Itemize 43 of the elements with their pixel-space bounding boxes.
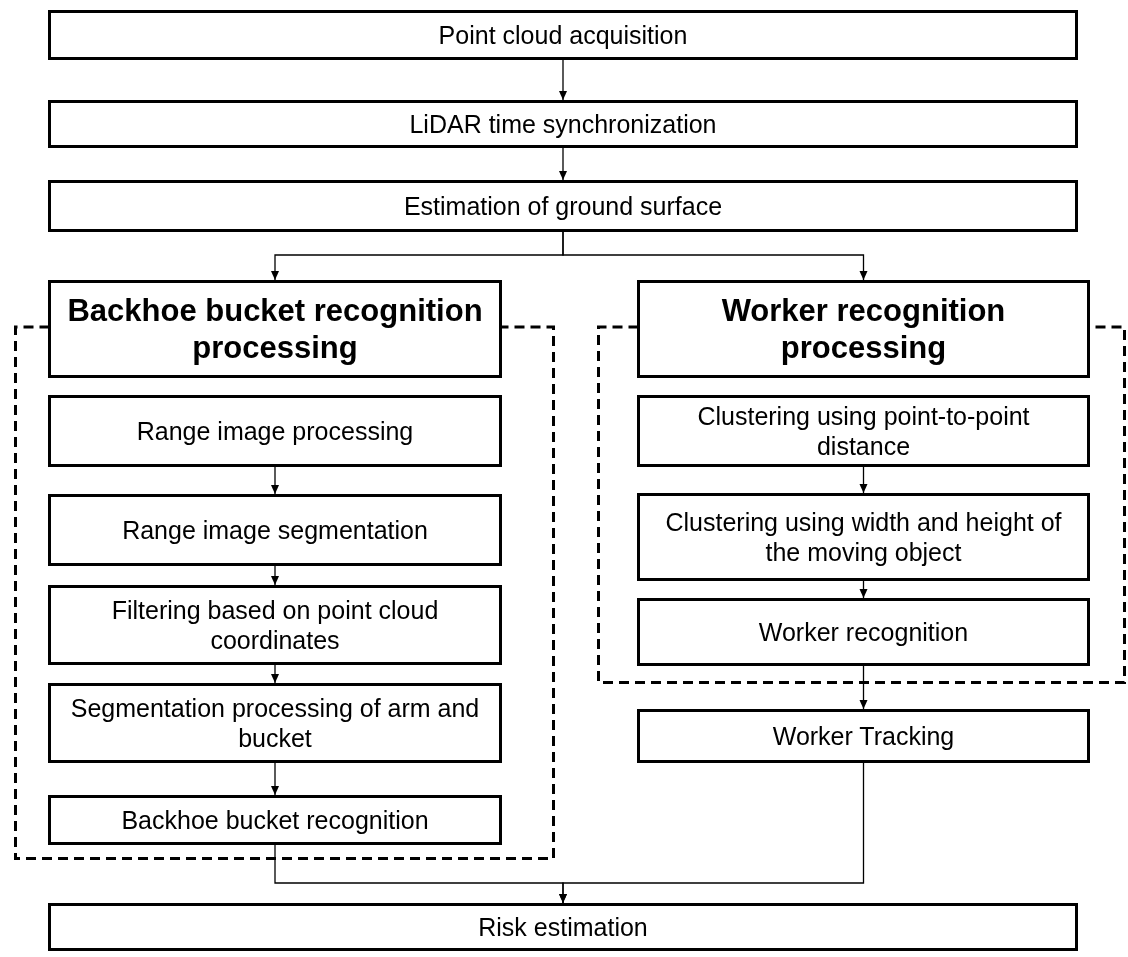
process-box bbox=[48, 100, 1078, 148]
arrow bbox=[559, 59, 567, 101]
process-box bbox=[48, 10, 1078, 60]
process-box bbox=[637, 709, 1090, 763]
box-label: Estimation of ground surface bbox=[403, 191, 723, 221]
arrow bbox=[271, 466, 279, 495]
arrow bbox=[562, 231, 868, 281]
box-label: Clustering using point-to-point distance bbox=[696, 401, 1031, 461]
arrow bbox=[559, 147, 567, 181]
box-label: Backhoe bucket recognition bbox=[121, 805, 429, 835]
box-label: Worker Tracking bbox=[772, 721, 955, 751]
box-label: Worker recognition bbox=[758, 617, 969, 647]
arrow bbox=[859, 466, 868, 494]
process-box bbox=[48, 683, 502, 763]
heading-label: Worker recognition processing bbox=[720, 291, 1007, 367]
box-label: Range image segmentation bbox=[122, 515, 428, 545]
box-label: Risk estimation bbox=[478, 912, 648, 942]
arrow bbox=[859, 580, 868, 599]
arrow bbox=[559, 762, 865, 904]
process-box bbox=[48, 395, 502, 467]
box-label: Clustering using width and height of the moving object bbox=[664, 507, 1063, 567]
box-label: Point cloud acquisition bbox=[438, 20, 688, 50]
box-label: Filtering based on point cloud coordinates bbox=[110, 595, 440, 655]
heading-box bbox=[48, 280, 502, 378]
box-label: LiDAR time synchronization bbox=[409, 109, 717, 139]
dashed-group-frame bbox=[14, 280, 555, 860]
process-box bbox=[48, 180, 1078, 232]
heading-box bbox=[637, 280, 1090, 378]
process-box bbox=[637, 395, 1090, 467]
process-box bbox=[48, 494, 502, 566]
heading-label: Backhoe bucket recognition processing bbox=[66, 291, 484, 367]
process-box bbox=[48, 795, 502, 845]
process-box bbox=[637, 598, 1090, 666]
arrow bbox=[859, 665, 868, 710]
arrow bbox=[271, 664, 279, 684]
arrow bbox=[271, 565, 279, 586]
process-box bbox=[48, 585, 502, 665]
process-box bbox=[48, 903, 1078, 951]
arrow bbox=[271, 762, 279, 796]
box-label: Range image processing bbox=[136, 416, 414, 446]
dashed-group-frame bbox=[597, 280, 1126, 684]
process-box bbox=[637, 493, 1090, 581]
box-label: Segmentation processing of arm and bucket bbox=[69, 693, 481, 753]
